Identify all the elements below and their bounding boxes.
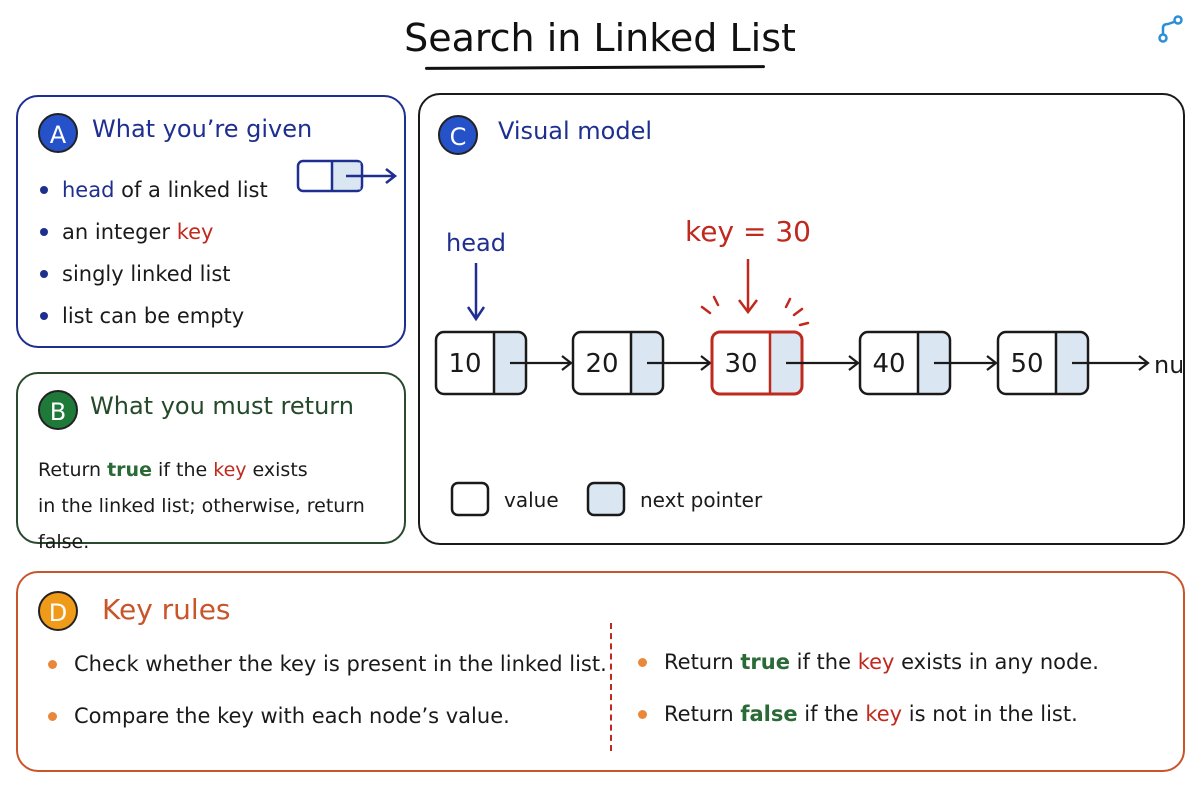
- highlight-spark: [784, 297, 792, 309]
- bullet-icon: [48, 660, 57, 669]
- arrow-head-icon: [986, 355, 998, 371]
- bullet-icon: [638, 710, 647, 719]
- arrow-head-icon: [466, 306, 486, 322]
- highlight-spark: [712, 295, 720, 307]
- given-item-empty: list can be empty: [38, 301, 268, 343]
- return-description: Return true if the key exists in the lin…: [38, 452, 404, 560]
- branch-icon: [1158, 15, 1183, 43]
- badge-b: B: [38, 390, 78, 430]
- return-panel: B What you must return Return true if th…: [16, 372, 406, 553]
- arrow-head-icon: [848, 355, 860, 371]
- key-label: key = 30: [685, 215, 811, 248]
- node-value: 50: [1010, 349, 1043, 379]
- given-panel: A What you’re given head of a linked lis…: [16, 95, 406, 348]
- rules-divider: [610, 623, 612, 751]
- given-list: head of a linked list an integer key sin…: [38, 175, 268, 343]
- key-rules-panel: D Key rules Check whether the key is pre…: [16, 571, 1185, 772]
- arrow-head-icon: [700, 355, 712, 371]
- page-title: Search in Linked List: [404, 16, 796, 60]
- node-value: 20: [585, 349, 618, 379]
- given-item-head: head of a linked list: [38, 175, 268, 217]
- given-item-key: an integer key: [38, 217, 268, 259]
- bullet-icon: [40, 228, 48, 236]
- badge-d: D: [38, 591, 78, 631]
- given-item-singly: singly linked list: [38, 259, 268, 301]
- bullet-icon: [638, 658, 647, 667]
- key-rules-title: Key rules: [102, 593, 231, 626]
- legend-pointer-box: [586, 481, 626, 517]
- badge-a: A: [38, 113, 78, 153]
- highlight-spark: [792, 307, 804, 317]
- rules-left-list: Check whether the key is present in the …: [44, 649, 607, 753]
- rules-right-list: Return true if the key exists in any nod…: [634, 647, 1099, 751]
- legend-value-label: value: [504, 488, 559, 512]
- rule-item: Check whether the key is present in the …: [44, 649, 607, 701]
- highlight-spark: [700, 305, 712, 315]
- node-value: 30: [724, 349, 757, 379]
- head-label: head: [446, 229, 506, 257]
- legend-pointer-label: next pointer: [640, 488, 763, 512]
- node-pointer-icon: [296, 159, 398, 193]
- rule-item: Compare the key with each node’s value.: [44, 701, 607, 753]
- bullet-icon: [40, 270, 48, 278]
- title-underline: [424, 65, 766, 70]
- return-line-1: Return true if the key exists: [38, 459, 308, 481]
- arrow-head-icon: [738, 299, 758, 315]
- visual-model-panel: C Visual model 10 20 30 40 50 null head key = 3…: [418, 93, 1185, 545]
- linked-list-diagram: 10 20 30 40 50 null head key = 30 value next poin…: [434, 215, 1182, 517]
- arrow-head-icon: [1138, 355, 1150, 371]
- highlight-spark: [798, 321, 810, 327]
- bullet-icon: [40, 186, 48, 194]
- return-title: What you must return: [90, 392, 354, 420]
- node-value: 10: [448, 349, 481, 379]
- legend-value-box: [450, 481, 490, 517]
- node-value: 40: [872, 349, 905, 379]
- bullet-icon: [40, 312, 48, 320]
- rule-item: Return false if the key is not in the li…: [634, 699, 1099, 751]
- given-title: What you’re given: [92, 115, 313, 143]
- badge-c: C: [438, 115, 478, 155]
- arrow-head-icon: [561, 355, 573, 371]
- rule-item: Return true if the key exists in any nod…: [634, 647, 1099, 699]
- visual-model-title: Visual model: [498, 117, 653, 145]
- null-label: null: [1154, 351, 1182, 379]
- bullet-icon: [48, 712, 57, 721]
- return-line-2: in the linked list; otherwise, return fa…: [38, 495, 365, 553]
